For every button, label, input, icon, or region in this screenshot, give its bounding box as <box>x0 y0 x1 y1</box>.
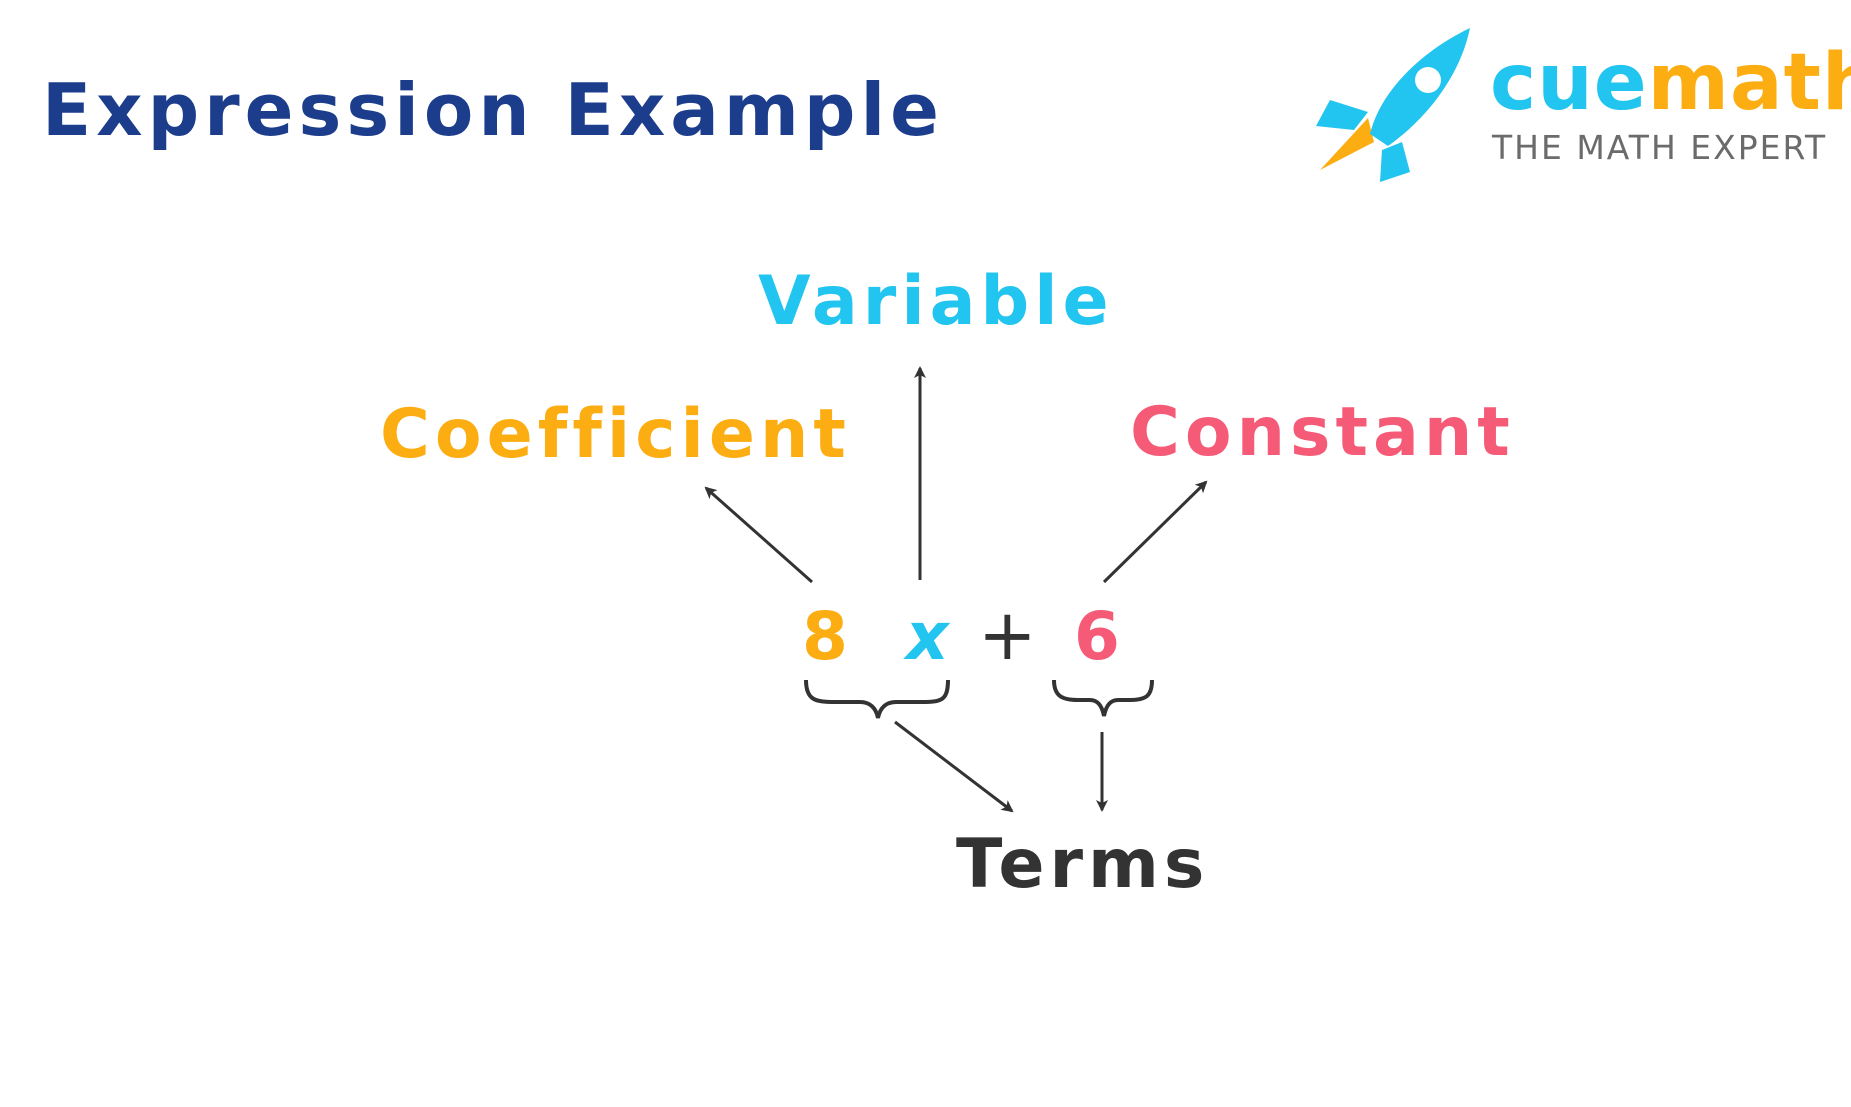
brand-tagline: THE MATH EXPERT <box>1492 128 1828 167</box>
label-terms: Terms <box>956 825 1210 904</box>
arrow-term1-to-terms <box>894 720 1014 813</box>
label-coefficient: Coefficient <box>380 395 851 474</box>
brace-term-2 <box>1052 679 1154 717</box>
expression-constant: 6 <box>1074 598 1120 675</box>
expression-variable: x <box>906 598 949 675</box>
arrow-to-coefficient <box>704 486 813 584</box>
expression-coefficient: 8 <box>802 598 848 675</box>
brand-cue: cue <box>1490 38 1648 128</box>
brand-math: math <box>1647 38 1851 128</box>
rocket-icon <box>1316 28 1470 182</box>
brace-term-1 <box>804 679 950 719</box>
page-title: Expression Example <box>42 68 944 152</box>
label-constant: Constant <box>1130 393 1515 472</box>
arrow-to-constant <box>1102 480 1208 584</box>
expression-operator: + <box>978 594 1037 676</box>
brand-logo: cuemath <box>1490 38 1851 128</box>
label-variable: Variable <box>758 262 1114 341</box>
